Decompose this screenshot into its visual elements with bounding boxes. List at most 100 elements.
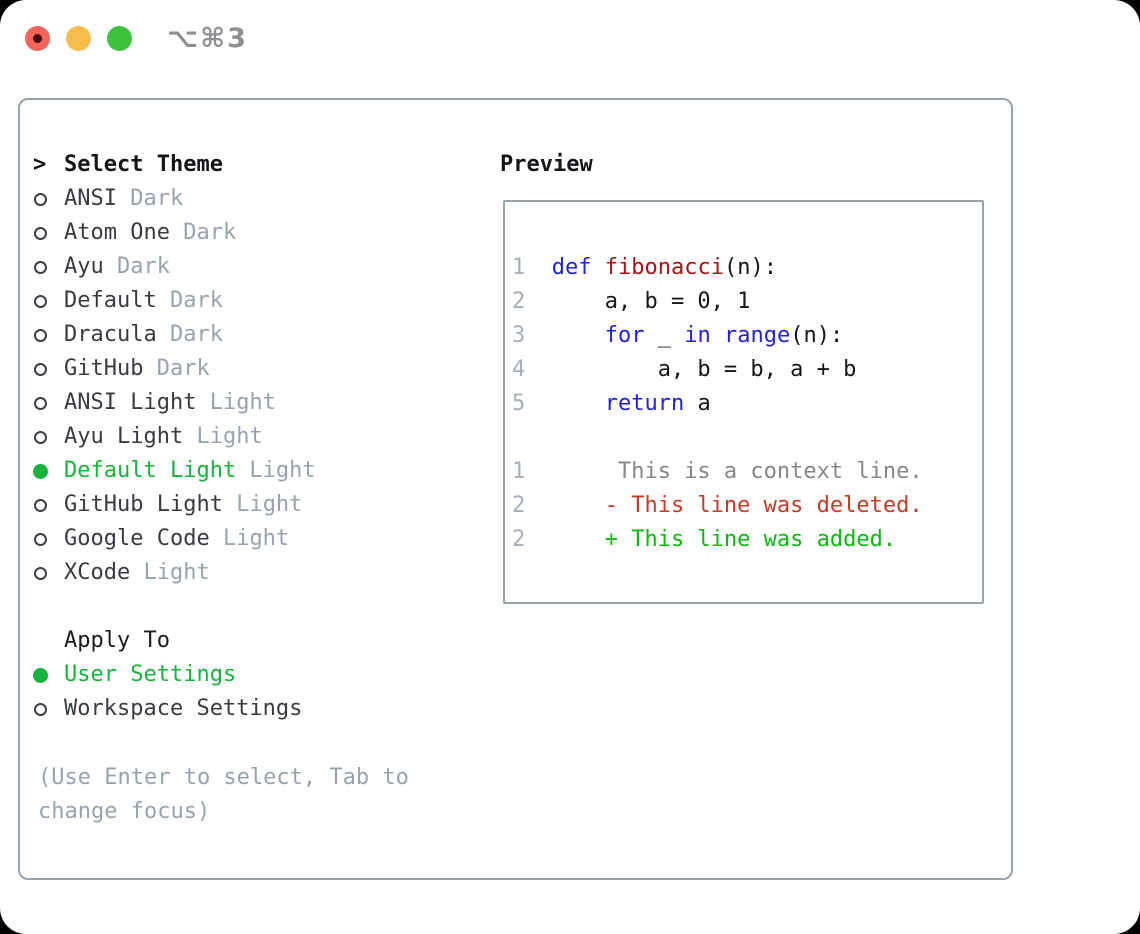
apply-option[interactable]: User Settings — [33, 658, 409, 692]
theme-variant: Light — [209, 526, 290, 551]
theme-variant: Dark — [116, 186, 184, 211]
apply-to-header-row: Apply To — [33, 624, 409, 658]
code-segment: for — [604, 323, 645, 348]
line-number: 2 — [512, 527, 526, 552]
radio-marker — [33, 328, 64, 342]
code-line: 1 This is a context line. — [512, 455, 982, 489]
theme-option[interactable]: Ayu Light Light — [33, 420, 409, 454]
theme-option[interactable]: GitHub Dark — [33, 352, 409, 386]
theme-name: GitHub Light — [64, 492, 223, 517]
radio-selected-icon — [33, 463, 48, 479]
code-line: 2 a, b = 0, 1 — [512, 285, 982, 319]
theme-variant: Dark — [156, 322, 223, 347]
theme-name: Default — [64, 288, 157, 313]
theme-name: Atom One — [64, 220, 170, 245]
code-segment — [525, 391, 604, 416]
radio-marker — [33, 430, 64, 444]
line-number: 2 — [512, 289, 526, 314]
theme-option[interactable]: Ayu Dark — [33, 250, 409, 284]
focus-arrow-icon: > — [33, 152, 47, 177]
code-segment: (n): — [790, 323, 844, 348]
code-line: 2 + This line was added. — [512, 523, 982, 557]
line-number — [512, 425, 525, 450]
hint-text: (Use Enter to select, Tab to change focu… — [38, 761, 409, 829]
code-segment: def — [551, 255, 592, 280]
theme-variant: Dark — [103, 254, 170, 279]
code-segment: fibonacci — [604, 255, 724, 280]
close-button[interactable] — [25, 26, 50, 51]
radio-icon — [34, 192, 47, 206]
radio-icon — [34, 566, 47, 580]
radio-marker — [33, 566, 64, 580]
apply-option-label: Workspace Settings — [64, 696, 303, 721]
apply-to-title: Apply To — [64, 628, 170, 653]
code-line — [512, 421, 982, 455]
radio-marker — [33, 260, 64, 274]
theme-option[interactable]: Dracula Dark — [33, 318, 409, 352]
radio-selected-icon — [33, 667, 48, 683]
theme-variant: Light — [236, 458, 316, 483]
radio-marker — [33, 192, 64, 206]
code-segment: in — [684, 323, 711, 348]
radio-icon — [34, 294, 47, 308]
code-line: 1 def fibonacci(n): — [512, 251, 982, 285]
select-theme-title: Select Theme — [64, 152, 223, 177]
hint-line-1: (Use Enter to select, Tab to — [38, 765, 409, 790]
spacer — [33, 590, 409, 624]
theme-option[interactable]: GitHub Light Light — [33, 488, 409, 522]
theme-option[interactable]: XCode Light — [33, 556, 409, 590]
line-number: 3 — [512, 323, 526, 348]
code-segment: a, b = b, a + b — [525, 357, 857, 382]
line-number: 5 — [512, 391, 526, 416]
code-segment — [592, 255, 605, 280]
code-segment: (n): — [723, 255, 777, 280]
code-line: 3 for _ in range(n): — [512, 319, 982, 353]
theme-name: Dracula — [64, 322, 157, 347]
close-dot-icon — [33, 34, 42, 43]
line-number: 1 — [512, 459, 526, 484]
theme-option[interactable]: Atom One Dark — [33, 216, 409, 250]
theme-name: XCode — [64, 560, 131, 585]
radio-marker — [33, 294, 64, 308]
theme-variant: Dark — [143, 356, 210, 381]
code-line: 4 a, b = b, a + b — [512, 353, 982, 387]
radio-icon — [34, 260, 47, 274]
line-number: 4 — [512, 357, 526, 382]
apply-option-label: User Settings — [64, 662, 237, 687]
line-number: 1 — [512, 255, 526, 280]
theme-option[interactable]: ANSI Dark — [33, 182, 409, 216]
zoom-button[interactable] — [107, 26, 132, 51]
line-number: 2 — [512, 493, 526, 518]
code-segment: range — [723, 323, 791, 348]
theme-variant: Light — [130, 560, 210, 585]
radio-icon — [34, 396, 47, 410]
theme-option[interactable]: Default Dark — [33, 284, 409, 318]
radio-icon — [34, 430, 47, 444]
radio-icon — [34, 328, 47, 342]
theme-option[interactable]: Google Code Light — [33, 522, 409, 556]
radio-icon — [34, 532, 47, 546]
code-segment: + This line was added. — [525, 527, 897, 552]
theme-option[interactable]: Default Light Light — [33, 454, 409, 488]
code-segment: a, b = 0, 1 — [525, 289, 751, 314]
radio-icon — [34, 702, 47, 716]
code-line: 2 - This line was deleted. — [512, 489, 982, 523]
theme-variant: Dark — [169, 220, 237, 245]
code-line: 5 return a — [512, 387, 982, 421]
radio-marker — [33, 226, 64, 240]
theme-name: ANSI Light — [64, 390, 197, 415]
code-segment: a — [684, 391, 711, 416]
minimize-button[interactable] — [66, 26, 91, 51]
code-segment: - This line was deleted. — [525, 493, 923, 518]
window-title: ⌥⌘3 — [167, 23, 248, 54]
theme-variant: Light — [183, 424, 263, 449]
theme-option[interactable]: ANSI Light Light — [33, 386, 409, 420]
code-segment: This is a context line. — [525, 459, 923, 484]
radio-icon — [34, 362, 47, 376]
preview-header: Preview — [500, 152, 593, 177]
select-theme-header: > Select Theme — [33, 148, 409, 182]
apply-option[interactable]: Workspace Settings — [33, 692, 409, 726]
